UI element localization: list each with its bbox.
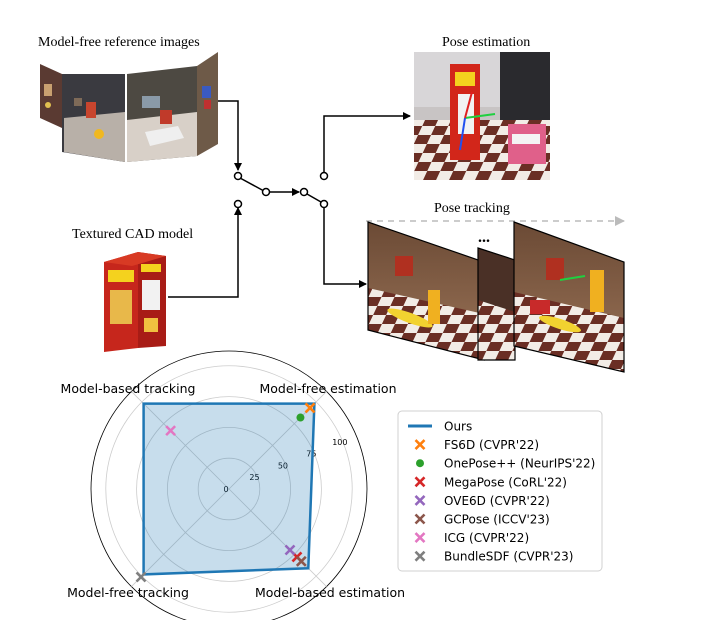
cad-model-cereal-box <box>104 252 166 352</box>
radar-grid-ring <box>136 396 322 582</box>
legend-label: OVE6D (CVPR'22) <box>444 494 550 508</box>
reference-image-4 <box>197 52 218 156</box>
tracking-frame-1 <box>367 221 485 361</box>
legend-label: GCPose (ICCV'23) <box>444 513 550 527</box>
radar-grid-ring <box>105 365 353 613</box>
label-textured-cad-model: Textured CAD model <box>72 227 193 242</box>
legend-label: MegaPose (CoRL'22) <box>444 475 567 489</box>
legend-item: MegaPose (CoRL'22) <box>414 475 567 489</box>
tracking-frame-2 <box>477 247 516 361</box>
legend-item: BundleSDF (CVPR'23) <box>414 550 573 564</box>
legend-item: FS6D (CVPR'22) <box>414 438 539 452</box>
legend-item: GCPose (ICCV'23) <box>414 513 550 527</box>
legend-item: Ours <box>408 420 472 434</box>
switch-lever-right <box>306 193 322 203</box>
pose-tracking-ellipsis: ... <box>478 229 490 246</box>
reference-image-3 <box>127 66 197 162</box>
radar-axis-label: Model-free tracking <box>67 585 189 600</box>
marker-1 <box>304 402 316 414</box>
radar-tick-label: 0 <box>223 485 228 494</box>
label-model-free-reference-images: Model-free reference images <box>38 35 200 50</box>
legend-label: OnePose++ (NeurIPS'22) <box>444 457 595 471</box>
reference-image-1 <box>40 64 62 128</box>
radar-tick-label: 25 <box>249 473 259 482</box>
radar-grid-ring <box>197 457 261 521</box>
marker-4 <box>284 544 296 556</box>
switch-terminal-right-top <box>319 171 329 181</box>
radar-axis-label: Model-based estimation <box>255 585 405 600</box>
label-pose-tracking: Pose tracking <box>434 201 510 216</box>
switch-terminal-top <box>233 171 243 181</box>
reference-image-2 <box>62 74 125 162</box>
legend-label: FS6D (CVPR'22) <box>444 438 539 452</box>
tracking-frame-3 <box>513 221 625 373</box>
marker-6 <box>165 425 177 437</box>
radar-outer-circle <box>90 350 368 620</box>
radar-axis-labels: Model-free estimation Model-based trackin… <box>61 381 406 600</box>
legend-label: ICG (CVPR'22) <box>444 531 529 545</box>
legend-label: Ours <box>444 420 472 434</box>
radar-markers <box>135 402 316 583</box>
radar-axis-label: Model-based tracking <box>61 381 196 396</box>
radar-spoke <box>131 391 230 490</box>
wire-reference-to-switch <box>218 100 242 171</box>
radar-spoke <box>131 488 230 587</box>
legend-item: OVE6D (CVPR'22) <box>414 494 550 508</box>
legend-item: OnePose++ (NeurIPS'22) <box>416 457 595 471</box>
switch-terminal-bottom <box>233 199 243 209</box>
radar-axis-label: Model-free estimation <box>259 381 396 396</box>
switch-pivot-left <box>261 187 271 197</box>
radar-grid-ring <box>166 426 292 552</box>
label-pose-estimation: Pose estimation <box>442 35 530 50</box>
radar-spoke <box>228 488 327 587</box>
switch-pivot-right <box>299 187 309 197</box>
legend-item: ICG (CVPR'22) <box>414 531 529 545</box>
wire-cad-to-switch <box>168 207 242 298</box>
wire-to-pose-tracking <box>323 208 367 288</box>
pose-estimation-image <box>414 52 550 180</box>
switch-lever-left <box>239 177 265 192</box>
marker-2 <box>296 413 305 422</box>
legend-label: BundleSDF (CVPR'23) <box>444 550 573 564</box>
marker-5 <box>295 555 307 567</box>
reference-images-group <box>40 52 218 162</box>
radar-tick-label: 50 <box>278 461 288 470</box>
marker-7 <box>135 571 147 583</box>
switch-terminal-right-bottom <box>319 199 329 209</box>
radar-tick-label: 100 <box>332 438 347 447</box>
wire-to-pose-estimation <box>323 112 411 172</box>
legend-frame <box>397 410 603 572</box>
